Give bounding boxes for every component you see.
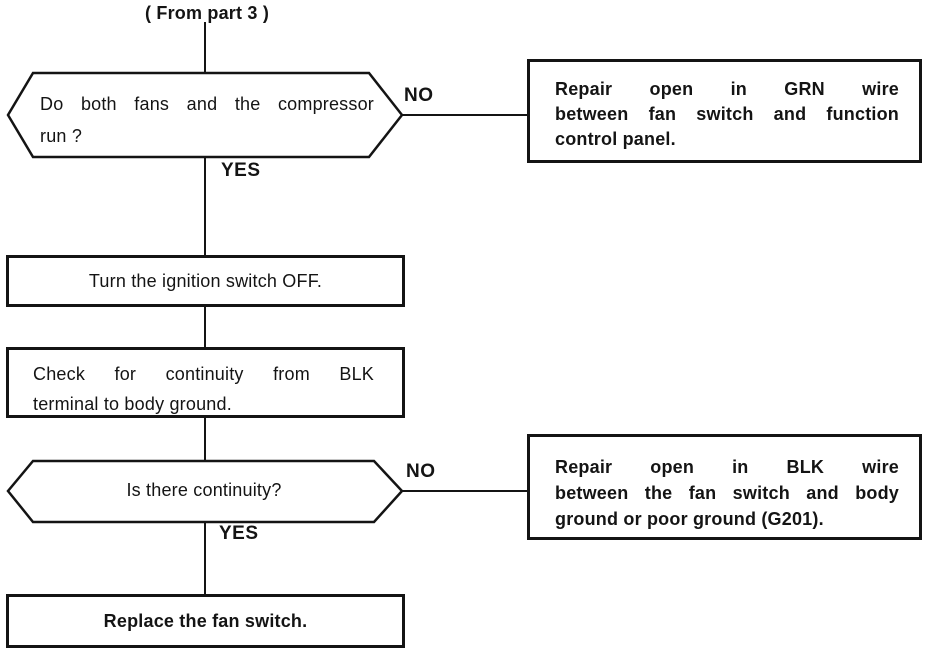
process-continuity-line1: Check for continuity from BLK: [33, 364, 374, 384]
decision1-no-label: NO: [404, 85, 434, 106]
process-ignition-box: Turn the ignition switch OFF.: [6, 255, 405, 307]
repair-blk-line3: ground or poor ground (G201).: [555, 509, 824, 529]
repair-grn-line1: Repair open in GRN wire: [555, 79, 899, 99]
repair-blk-line2: between the fan switch and body: [555, 483, 899, 503]
process-continuity-box: Check for continuity from BLK terminal t…: [6, 347, 405, 418]
decision1-text: Do both fans and the compressor run ?: [40, 88, 374, 152]
process-replace-box: Replace the fan switch.: [6, 594, 405, 648]
source-label: ( From part 3 ): [145, 3, 270, 23]
repair-grn-line3: control panel.: [555, 129, 676, 149]
decision2-hexagon: [6, 459, 404, 524]
repair-blk-box: Repair open in BLK wire between the fan …: [527, 434, 922, 540]
decision2-text: Is there continuity?: [126, 480, 282, 500]
decision1-yes-label: YES: [221, 160, 261, 181]
repair-grn-line2: between fan switch and function: [555, 104, 899, 124]
decision2-no-label: NO: [406, 461, 436, 482]
process-continuity-line2: terminal to body ground.: [33, 394, 232, 414]
decision1-line1: Do both fans and the compressor: [40, 94, 374, 114]
decision1-hexagon: [6, 71, 404, 159]
decision2-yes-label: YES: [219, 523, 259, 544]
repair-grn-box: Repair open in GRN wire between fan swit…: [527, 59, 922, 163]
repair-blk-line1: Repair open in BLK wire: [555, 457, 899, 477]
decision1-line2: run ?: [40, 126, 83, 146]
